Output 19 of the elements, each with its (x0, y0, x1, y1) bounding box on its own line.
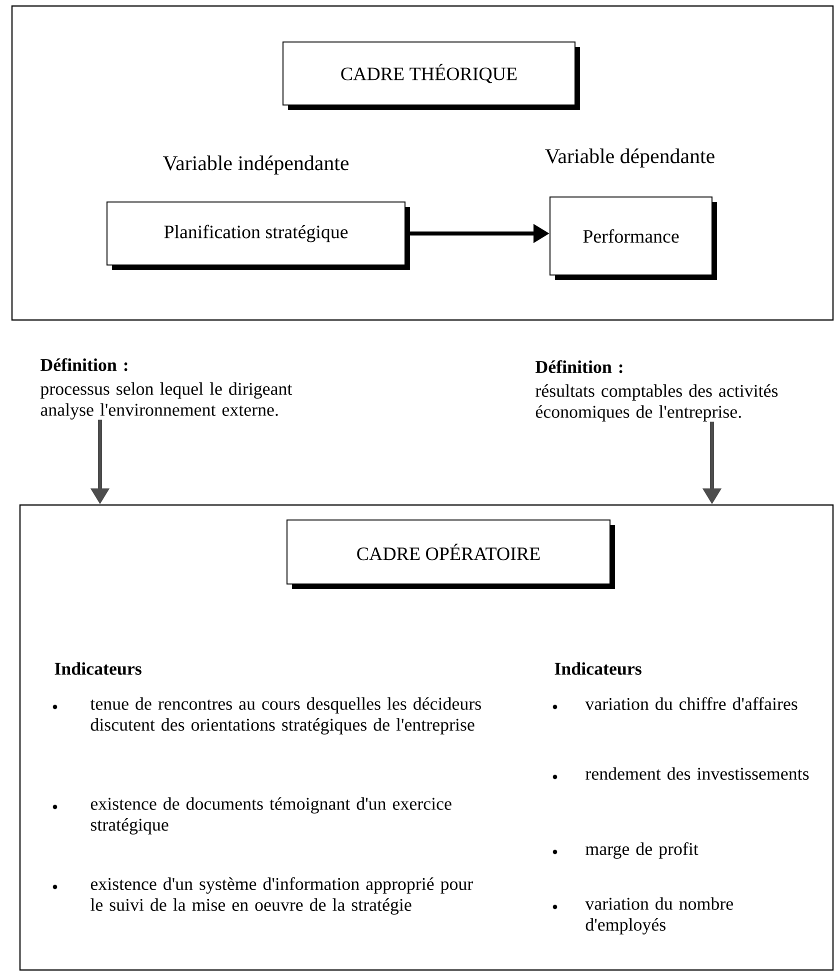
text-box: Planification stratégique (106, 202, 410, 270)
indicator-text: existence d'un système d'information approprié pour le suivi de la mise en oeuvre de la stratégie (90, 877, 473, 915)
definition-text: Définition : résultats comptables des activités économiques de l'entreprise. (536, 360, 778, 422)
frame-box (11, 5, 834, 321)
variable-label: Variable indépendante (163, 156, 349, 174)
indicator-text: variation du chiffre d'affaires (585, 697, 798, 710)
indicator-text: rendement des investissements (586, 767, 809, 780)
column-heading: Indicateurs (54, 662, 142, 675)
column-heading: Indicateurs (554, 662, 642, 675)
text-box: CADRE OPÉRATOIRE (286, 520, 615, 589)
text-box: Performance (550, 196, 717, 280)
indicator-text: existence de documents témoignant d'un exercice stratégique (90, 797, 452, 834)
indicator-text: tenue de rencontres au cours desquelles les décideurs discutent des orientations stratégiques de l'entreprise (90, 697, 481, 734)
indicator-text: variation du nombre d'employés (585, 897, 733, 934)
text-box: CADRE THÉORIQUE (282, 42, 580, 110)
definition-text: Définition : processus selon lequel le dirigeant analyse l'environnement externe. (40, 358, 292, 420)
variable-label: Variable dépendante (545, 148, 714, 168)
indicator-text: marge de profit (586, 842, 698, 859)
frame-box (19, 504, 834, 971)
